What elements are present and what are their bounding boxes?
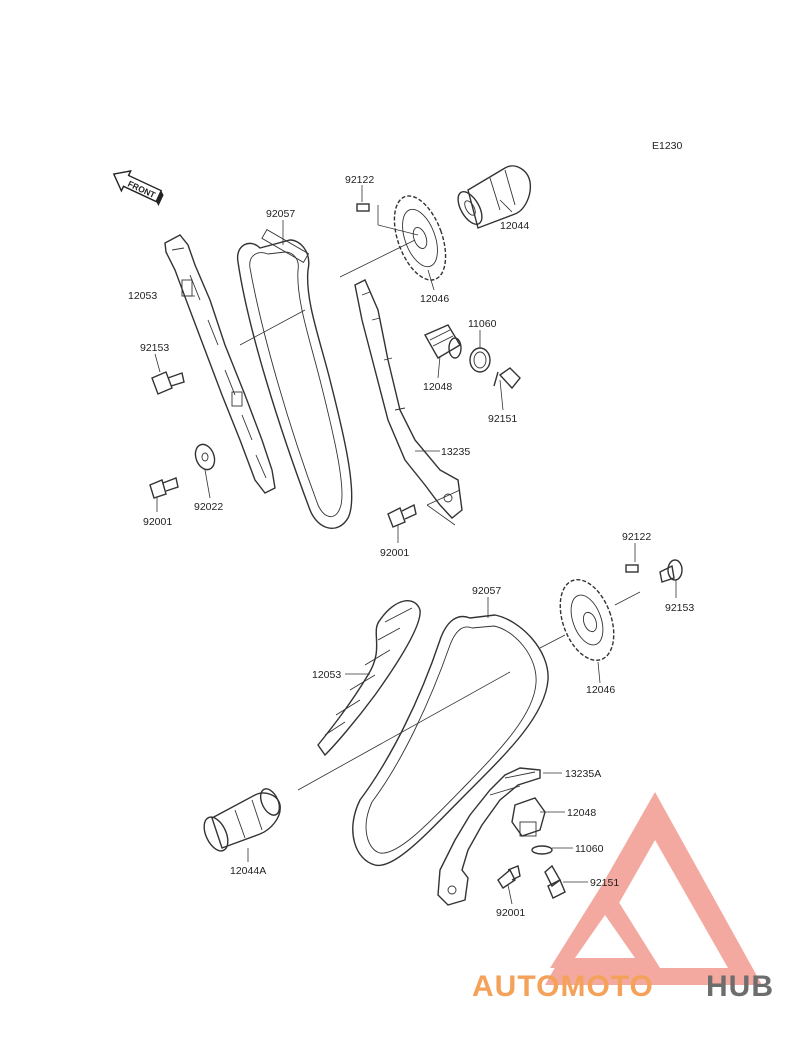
label-92022: 92022 [194, 501, 223, 513]
part-labels: 92122 92057 12044 12053 12046 11060 9215… [128, 174, 694, 919]
washer-92022 [194, 443, 216, 471]
label-92153-bottom: 92153 [665, 602, 694, 614]
label-12048-bottom: 12048 [567, 807, 596, 819]
label-12046-bottom: 12046 [586, 684, 615, 696]
axis-line [239, 309, 306, 346]
bolt-92001-bottom [497, 865, 521, 889]
cam-sprocket-12046-bottom [559, 578, 615, 662]
label-13235A: 13235A [565, 768, 601, 780]
axis-line [339, 239, 416, 278]
dowel-pin-92122-bottom [625, 564, 639, 573]
label-12048-top: 12048 [423, 381, 452, 393]
bolt-92153-top [151, 371, 185, 395]
label-92001-left: 92001 [143, 516, 172, 528]
tensioner-12048-bottom [511, 797, 546, 837]
chain-guide-12053-top [164, 234, 276, 494]
watermark-text-part1: AUTOMOTO [472, 970, 654, 1003]
diagram-code: E1230 [652, 140, 683, 152]
bolt-92001-mid [387, 503, 417, 528]
label-92001-mid: 92001 [380, 547, 409, 559]
label-92151-top: 92151 [488, 413, 517, 425]
cam-chain-92057-top [236, 229, 353, 529]
label-92057-bottom: 92057 [472, 585, 501, 597]
label-12044: 12044 [500, 220, 529, 232]
bolt-92151-bottom [544, 864, 566, 899]
label-11060-bottom: 11060 [575, 843, 604, 855]
label-11060-top: 11060 [468, 318, 497, 330]
dowel-pin-92122-top [356, 203, 370, 212]
label-12053-bottom: 12053 [312, 669, 341, 681]
bolt-92151-top [493, 367, 521, 390]
label-12046-top: 12046 [420, 293, 449, 305]
watermark-text: AUTOMOTO HUB [472, 970, 774, 1003]
gasket-11060-bottom [531, 845, 553, 855]
bolt-92153-bottom [659, 559, 683, 583]
label-12053-top: 12053 [128, 290, 157, 302]
axis-line [297, 671, 511, 791]
camshaft-12044 [457, 165, 532, 229]
tensioner-guide-13235 [354, 279, 463, 519]
tensioner-12048-top [424, 324, 462, 359]
camshaft-12044A [203, 788, 281, 852]
label-92001-bottom: 92001 [496, 907, 525, 919]
cam-sprocket-12046-top [393, 195, 447, 281]
label-13235: 13235 [441, 446, 470, 458]
label-92151-bottom: 92151 [590, 877, 619, 889]
front-arrow-icon: FRONT [112, 169, 164, 206]
cam-chain-92057-bottom [352, 614, 549, 867]
watermark-text-part2: HUB [706, 970, 774, 1003]
chain-guide-12053-bottom [317, 600, 421, 757]
bolt-92001-left [149, 477, 179, 499]
label-92122-bottom: 92122 [622, 531, 651, 543]
leader-lines [154, 185, 677, 905]
label-92057-top: 92057 [266, 208, 295, 220]
label-12044A: 12044A [230, 865, 266, 877]
tensioner-guide-13235A [437, 767, 541, 906]
watermark-logo [545, 792, 762, 985]
label-92153-top: 92153 [140, 342, 169, 354]
label-92122-top: 92122 [345, 174, 374, 186]
